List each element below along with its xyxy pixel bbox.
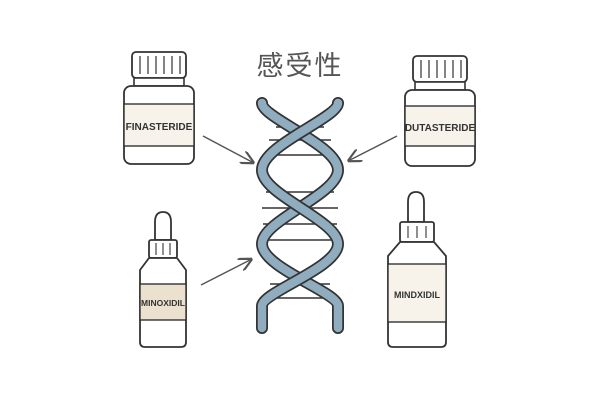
dutasteride-bottle-icon: DUTASTERIDE	[404, 55, 476, 167]
minoxidil-label: MINOXIDIL	[141, 298, 185, 308]
finasteride-bottle-icon: FINASTERIDE	[123, 51, 195, 165]
mindxidil-dropper-bottle-icon: MINDXIDIL	[387, 191, 447, 348]
arrow-icon	[202, 135, 252, 162]
minoxidil-dropper-bottle-icon: MINOXIDIL	[139, 211, 187, 348]
arrow-icon	[200, 260, 250, 286]
finasteride-label: FINASTERIDE	[126, 122, 193, 133]
arrow-icon	[350, 135, 398, 160]
mindxidil-label: MINDXIDIL	[394, 290, 441, 300]
dna-double-helix-icon	[255, 97, 345, 334]
page-title: 感受性	[256, 51, 344, 82]
dutasteride-label: DUTASTERIDE	[405, 123, 476, 134]
